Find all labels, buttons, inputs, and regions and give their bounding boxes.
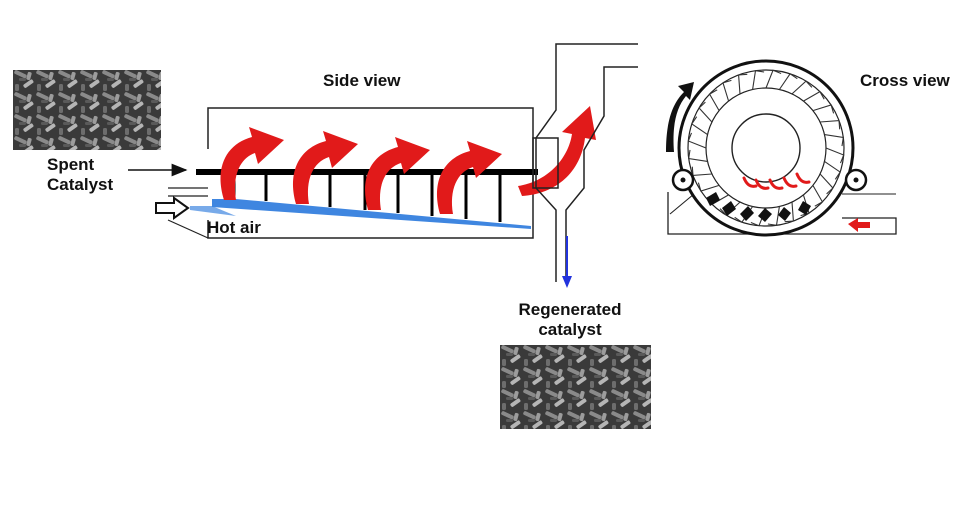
hot-air-label: Hot air <box>207 218 261 237</box>
drum-flight <box>820 120 841 130</box>
drum-flight <box>784 202 794 223</box>
outlet-hood <box>532 43 638 282</box>
regenerated-line1: Regenerated <box>518 300 622 319</box>
hot-air-inlet <box>155 196 236 220</box>
product-arrow <box>562 236 572 288</box>
hot-gas-arrow <box>437 141 502 214</box>
air-inlet-arrow <box>848 218 870 232</box>
drum-flight <box>800 194 810 217</box>
drum-flight <box>691 116 708 136</box>
drum-flight <box>812 104 835 114</box>
drum-flight <box>791 80 813 95</box>
drum-flight <box>722 79 732 102</box>
drum-flight <box>698 101 713 123</box>
drum-flight <box>765 69 782 89</box>
hot-gas-arrows <box>220 106 596 214</box>
drum-lifters <box>706 192 811 222</box>
drum-flight <box>803 90 825 102</box>
drum-flight <box>719 201 741 216</box>
hot-gas-arrow <box>220 127 284 200</box>
regenerated-catalyst-label: Regenerated catalyst <box>500 300 640 340</box>
drum-flight <box>819 173 834 195</box>
cross-view-kiln <box>666 59 897 237</box>
kiln-base-frame <box>667 192 897 235</box>
catalyst-bed <box>212 199 531 229</box>
side-view-label: Side view <box>323 71 401 90</box>
drum-flight <box>687 132 707 149</box>
drum-flight <box>752 70 765 90</box>
regenerated-line2: catalyst <box>538 320 602 339</box>
rotation-arrow <box>666 82 694 152</box>
hot-air-arrow <box>155 196 190 220</box>
cross-view-label: Cross view <box>860 71 950 90</box>
heat-waves <box>742 172 811 190</box>
drum-flight <box>688 149 708 162</box>
drum-ring <box>687 69 845 227</box>
regenerated-catalyst-photo <box>500 345 651 429</box>
drum-flight <box>825 147 845 164</box>
drum-flight <box>767 206 780 226</box>
spent-catalyst-line1: Spent <box>47 155 95 174</box>
spent-catalyst-label: Spent Catalyst <box>47 155 113 195</box>
drum-flight <box>812 185 824 207</box>
drum-flight <box>824 134 844 147</box>
hot-gas-arrow <box>365 137 430 210</box>
drum-flight <box>738 73 748 94</box>
drum-flight <box>824 160 841 180</box>
spent-catalyst-photo <box>13 70 161 150</box>
drum-flight <box>778 73 798 90</box>
drum-core <box>731 113 801 183</box>
spent-catalyst-line2: Catalyst <box>47 175 114 194</box>
hot-gas-arrow <box>293 131 358 204</box>
hot-gas-arrow <box>518 106 596 196</box>
drum-flight <box>708 89 720 111</box>
drum-flight <box>697 182 720 192</box>
